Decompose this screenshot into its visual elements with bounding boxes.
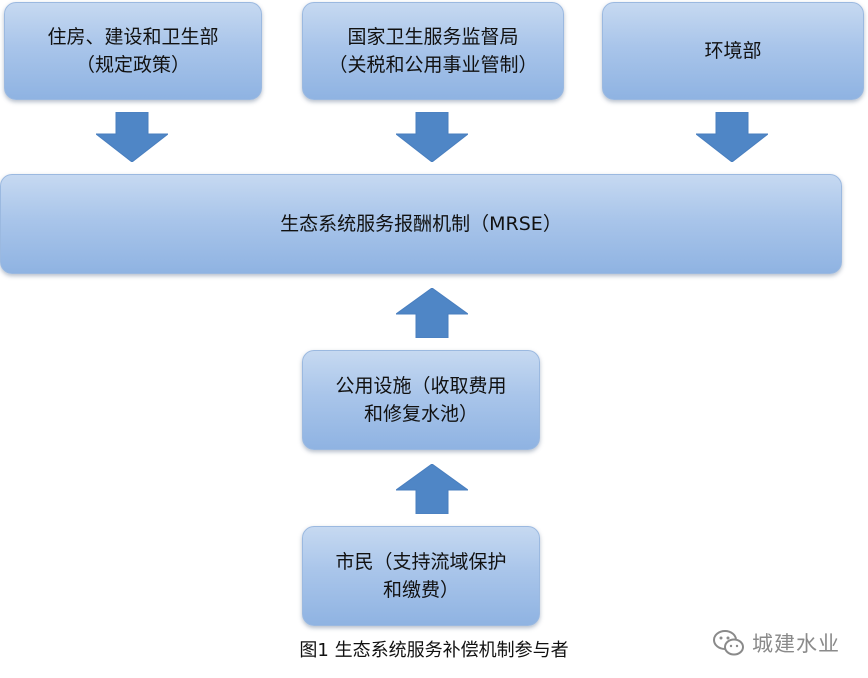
ministry-housing-subtitle: （规定政策） [75, 54, 190, 76]
utility-line2: 和修复水池） [363, 403, 478, 425]
citizen-box: 市民（支持流域保护 和缴费） [302, 526, 540, 626]
down-arrow-right [696, 112, 768, 162]
down-arrow-right-icon [696, 112, 768, 162]
up-arrow-upper [396, 288, 468, 338]
environment-ministry-title: 环境部 [704, 40, 762, 62]
utility-line1: 公用设施（收取费用 [335, 375, 507, 397]
health-supervision-title: 国家卫生服务监督局 [347, 26, 519, 48]
ministry-housing-box: 住房、建设和卫生部 （规定政策） [4, 2, 262, 100]
ministry-housing-title: 住房、建设和卫生部 [47, 26, 219, 48]
environment-ministry-box: 环境部 [602, 2, 864, 100]
watermark-text: 城建水业 [752, 632, 840, 656]
utility-box: 公用设施（收取费用 和修复水池） [302, 350, 540, 450]
figure-caption: 图1 生态系统服务补偿机制参与者 [299, 640, 569, 661]
up-arrow-upper-icon [396, 288, 468, 338]
watermark: 城建水业 [712, 626, 840, 660]
down-arrow-left-icon [96, 112, 168, 162]
citizen-line2: 和缴费） [382, 579, 459, 601]
down-arrow-left [96, 112, 168, 162]
wechat-icon [713, 630, 744, 656]
mrse-mechanism-label: 生态系统服务报酬机制（MRSE） [280, 213, 562, 235]
health-supervision-subtitle: （关税和公用事业管制） [328, 54, 538, 76]
mrse-mechanism-box: 生态系统服务报酬机制（MRSE） [0, 174, 842, 274]
up-arrow-lower [396, 464, 468, 514]
citizen-line1: 市民（支持流域保护 [335, 551, 507, 573]
down-arrow-middle [396, 112, 468, 162]
health-supervision-box: 国家卫生服务监督局 （关税和公用事业管制） [302, 2, 564, 100]
down-arrow-middle-icon [396, 112, 468, 162]
up-arrow-lower-icon [396, 464, 468, 514]
